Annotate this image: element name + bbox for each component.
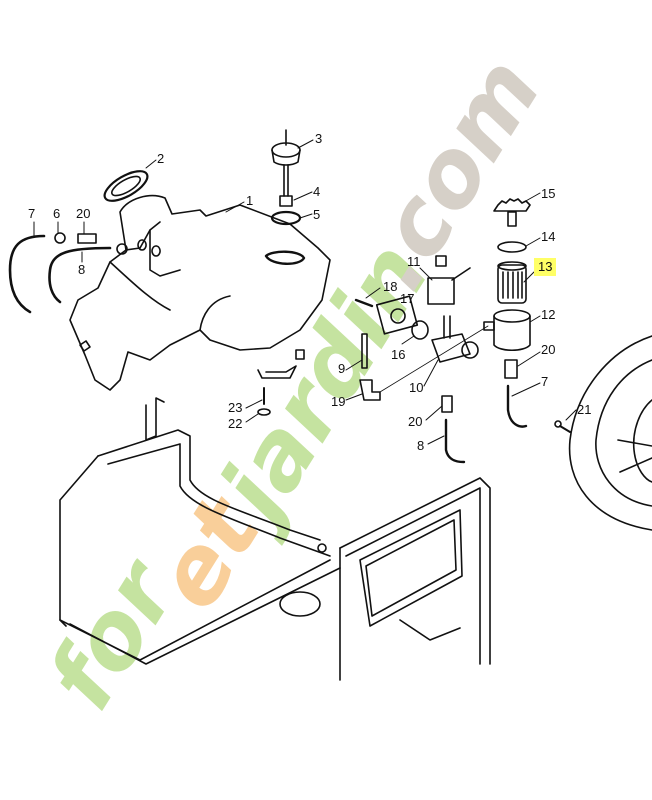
tank-cap-part-2 [103,170,149,202]
callout-19: 19 [331,394,346,409]
callout-13-highlighted[interactable]: 13 [534,258,557,276]
callout-4: 4 [313,184,321,199]
callout-6: 6 [53,206,61,221]
callout-20: 20 [76,206,91,221]
callout-18: 18 [383,279,398,294]
callout-14: 14 [541,229,556,244]
callout-8: 8 [78,262,86,277]
callout-1: 1 [246,193,254,208]
callout-7: 7 [541,374,549,389]
callout-20: 20 [541,342,556,357]
fuel-gauge-parts-3-4-5 [270,129,302,226]
leader-lines [33,139,577,445]
callout-21: 21 [577,402,592,417]
callout-22: 22 [228,416,243,431]
callout-15: 15 [541,186,556,201]
callout-11: 11 [407,254,421,269]
callout-12: 12 [541,307,556,322]
callout-7: 7 [28,206,36,221]
callout-23: 23 [228,400,243,415]
chassis-frame [59,397,491,681]
callout-10: 10 [409,380,424,395]
filter-parts-12-15 [257,198,571,464]
callout-16: 16 [391,347,406,362]
callout-3: 3 [315,131,323,146]
callout-9: 9 [338,361,346,376]
fuel-tank-part-1 [69,194,331,391]
callout-20: 20 [408,414,423,429]
callout-8: 8 [417,438,425,453]
fan-housing [568,335,652,531]
callout-2: 2 [157,151,165,166]
left-hoses-parts-6-7-8-20 [8,232,128,314]
callout-5: 5 [313,207,321,222]
callout-17: 17 [400,291,415,306]
